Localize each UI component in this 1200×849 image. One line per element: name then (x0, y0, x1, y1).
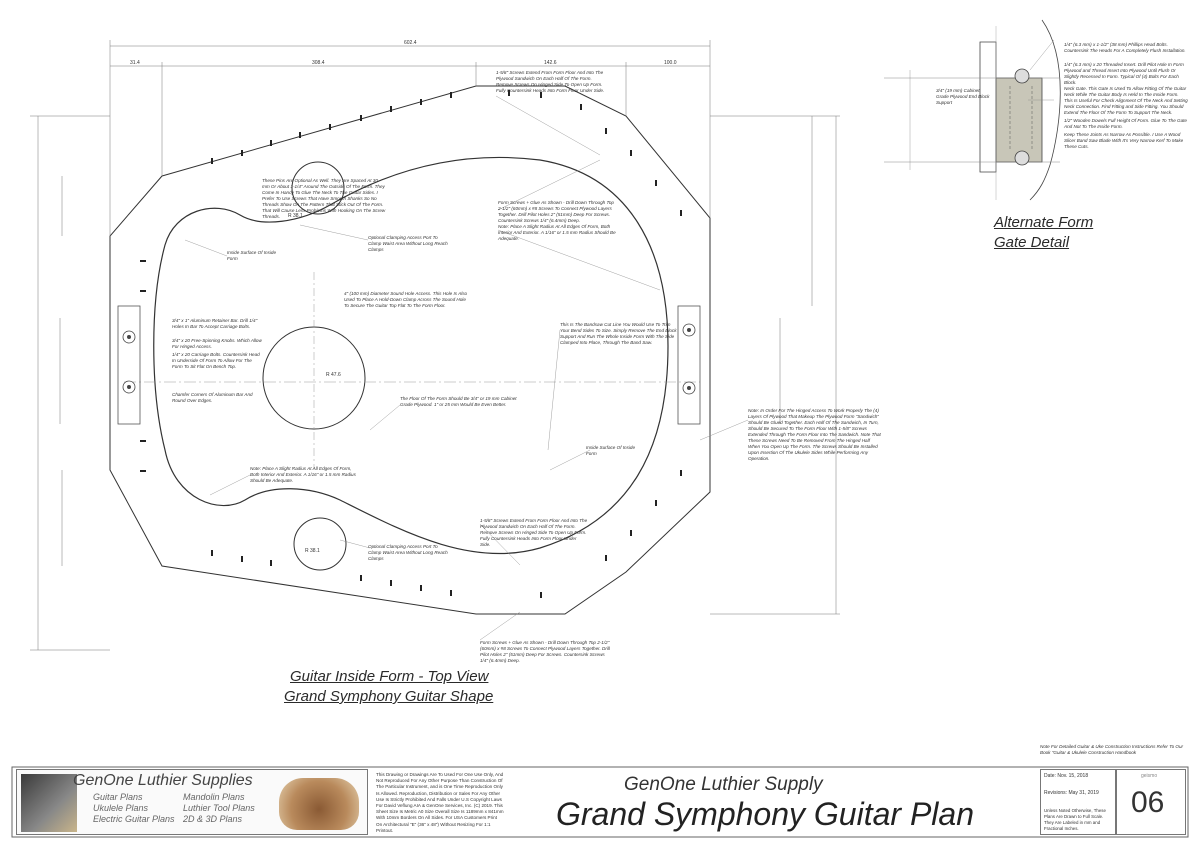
note-screws-top: 1-5/8" Screws Extend From Form Floor And… (496, 70, 605, 93)
dim-sub-1: 31.4 (130, 60, 140, 66)
radius-sound-hole: R 47.6 (326, 372, 341, 378)
detail-title-line1: Alternate Form (994, 214, 1094, 231)
dim-sub-4: 100.0 (664, 60, 677, 66)
scale-note: Unless Noted Otherwise, These Plans Are … (1044, 808, 1106, 831)
note-radius-bottom: Note: Place A Slight Radius At All Edges… (250, 466, 356, 483)
drawing-title-line2: Grand Symphony Guitar Shape (284, 688, 494, 705)
link-mandolin-plans[interactable]: Mandolin Plans (183, 792, 245, 802)
gate-note-3: Neck Gate. This Gate Is Used To Allow Fi… (1064, 86, 1188, 115)
dimension-lines (30, 40, 840, 651)
supply-name: GenOne Luthier Supply (624, 774, 823, 795)
gate-detail-drawing (884, 19, 1061, 201)
gate-note-2: 1/4" (6.3 mm) x 20 Threaded Insert. Dril… (1064, 62, 1184, 85)
plan-links-left: Guitar Plans Ukulele Plans Electric Guit… (93, 792, 175, 824)
detail-title-line2: Gate Detail (994, 234, 1070, 251)
note-bandsaw: This Is The Bandsaw Cut Line You Would U… (560, 322, 677, 345)
note-clamp-bottom: Optional Clamping Access Port To Clamp W… (368, 544, 448, 561)
clamp-port-bottom (293, 517, 347, 571)
note-clamp-top: Optional Clamping Access Port To Clamp W… (368, 235, 448, 252)
link-guitar-plans[interactable]: Guitar Plans (93, 792, 143, 802)
note-radius-top: Note: Place A Slight Radius At All Edges… (498, 224, 616, 241)
clamp-port-top (291, 161, 345, 215)
note-floor: The Floor Of The Form Should Be 3/4" or … (400, 396, 517, 407)
construction-note: Note For Detailed Guitar & Uke Construct… (1040, 744, 1184, 755)
pin-markers (140, 90, 682, 598)
note-inside-surface-2: Inside Surface Of Inside Form (586, 445, 636, 456)
note-knobs: 3/4" x 20 Free-Spinning Knobs. Which All… (172, 338, 262, 349)
plan-links-right: Mandolin Plans Luthier Tool Plans 2D & 3… (183, 792, 255, 824)
dim-sub-3: 142.6 (544, 60, 557, 66)
note-screws-bottom: 1-5/8" Screws Extend From Form Floor And… (480, 518, 588, 547)
initials: geismo (1141, 773, 1158, 779)
plan-title: Grand Symphony Guitar Plan (556, 796, 974, 832)
retainer-bar-right (677, 305, 701, 425)
link-electric-plans[interactable]: Electric Guitar Plans (93, 813, 175, 824)
dim-overall: 602.4 (404, 40, 417, 46)
retainer-bar-left (117, 305, 141, 425)
date-field: Date: Nov. 15, 2018 (1044, 773, 1089, 779)
drawing-title-line1: Guitar Inside Form - Top View (290, 668, 489, 685)
note-inside-surface-1: Inside Surface Of Inside Form (227, 250, 277, 261)
copyright-note: This Drawing or Drawings Are To Used For… (376, 772, 504, 833)
dim-sub-2: 308.4 (312, 60, 325, 66)
note-chamfer: Chamfer Corners Of Aluminum Bar And Roun… (172, 392, 253, 403)
gate-note-5: Keep These Joints As Narrow As Possible.… (1064, 132, 1184, 149)
note-hinged: Note: In Order For The Hinged Access To … (748, 408, 881, 461)
radius-top: R 38.1 (288, 213, 303, 219)
logo-panel: GenOne Luthier Supplies Guitar Plans Uku… (16, 769, 368, 835)
leader-lines (184, 95, 749, 641)
note-carriage-bolts: 1/4" x 20 Carriage Bolts. Countersink He… (172, 352, 260, 369)
sheet-number: 06 (1131, 786, 1165, 819)
sheet-panel: geismo 06 (1116, 769, 1186, 835)
title-block-frame (11, 766, 1189, 838)
note-pins: These Pins Are Optional As Well. They Ar… (262, 178, 386, 219)
note-form-screws-bottom: Form Screws + Glue As Shown - Drill Down… (480, 640, 610, 663)
guitar-form-photo-icon (279, 778, 359, 830)
form-outline (109, 85, 711, 615)
gate-note-4: 1/2" Wooden Dowels Full Height Of Form. … (1064, 118, 1187, 129)
radius-bottom: R 38.1 (305, 548, 320, 554)
note-form-screws-top: Form Screws + Glue As Shown - Drill Down… (498, 200, 614, 223)
note-sound-hole: 4" (100 mm) Diameter Sound Hole Access. … (344, 291, 468, 308)
guitar-photo-icon (21, 774, 77, 832)
link-luthier-tool-plans[interactable]: Luthier Tool Plans (183, 802, 255, 813)
revision-panel: Date: Nov. 15, 2018 Revisions: May 31, 2… (1040, 769, 1116, 835)
company-name: GenOne Luthier Supplies (73, 772, 253, 789)
gate-side-note: 3/4" (19 mm) Cabinet Grade Plywood End B… (936, 88, 990, 105)
gate-note-1: 1/4" (6.3 mm) x 1-1/2" (38 mm) Phillips … (1064, 42, 1186, 53)
guitar-body-outline (153, 156, 669, 555)
note-retainer-bar: 3/4" x 1" Aluminum Retainer Bar. Drill 1… (172, 318, 258, 329)
revision-field: Revisions: May 31, 2019 (1044, 790, 1099, 796)
link-2d-3d-plans[interactable]: 2D & 3D Plans (183, 813, 243, 824)
link-ukulele-plans[interactable]: Ukulele Plans (93, 802, 149, 813)
